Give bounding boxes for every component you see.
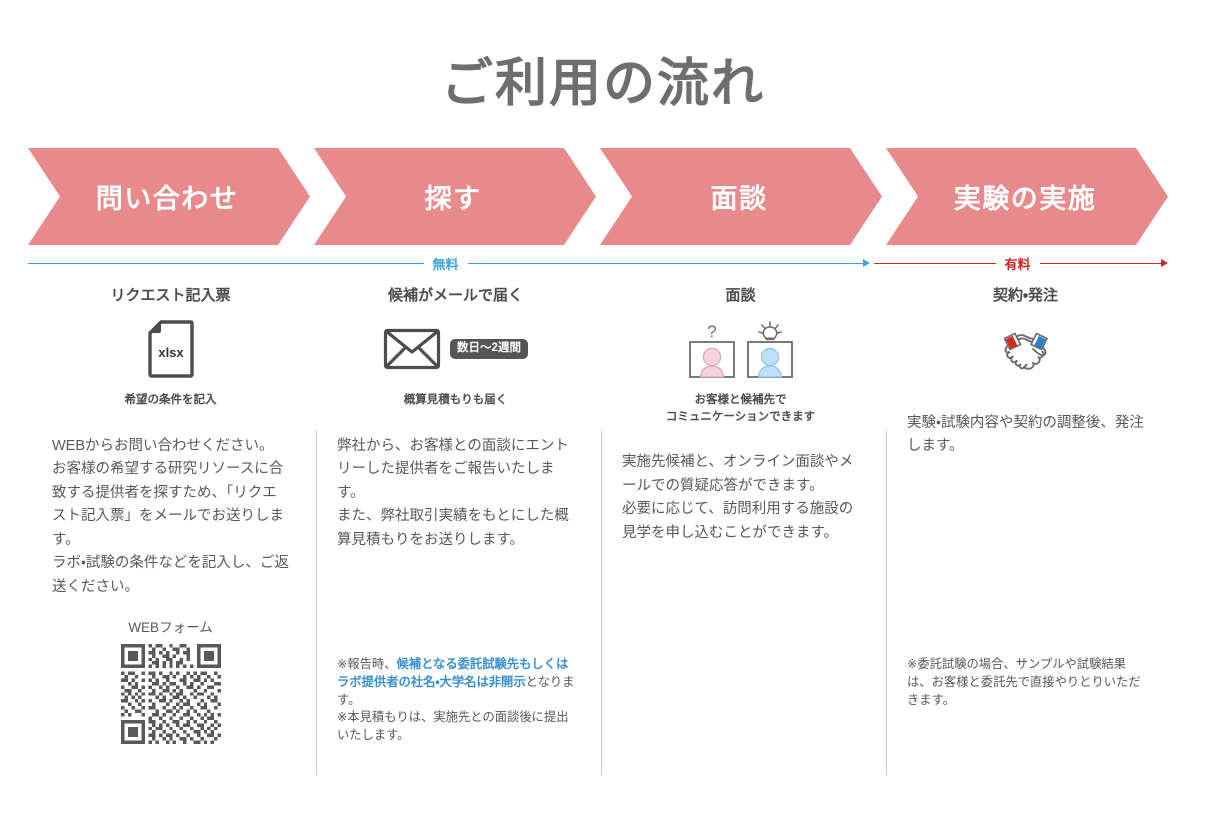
qr-code-wrap[interactable] xyxy=(52,643,289,744)
duration-badge: 数日〜2週間 xyxy=(450,338,528,360)
column-2-note-prefix: ※報告時、 xyxy=(337,657,397,671)
handshake-icon xyxy=(1002,332,1048,370)
column-interview: 面談 ? xyxy=(598,288,883,788)
column-1-icon-area: xlsx xyxy=(52,312,289,386)
steps-detail-columns: リクエスト記入票 xlsx 希望の条件を記入 WEBからお問い合わせください。 … xyxy=(28,288,1168,788)
free-rail-line-right xyxy=(467,262,864,264)
free-rail-label: 無料 xyxy=(432,256,459,272)
column-divider-2 xyxy=(601,430,602,775)
column-divider-3 xyxy=(886,430,887,775)
column-4-note: ※委託試験の場合、サンプルや試験結果は、お客様と委託先で直接やりとりいただきます… xyxy=(907,657,1141,707)
paid-rail-line-right xyxy=(1039,262,1162,264)
column-1-heading: リクエスト記入票 xyxy=(110,287,231,304)
webform-block: WEBフォーム xyxy=(52,621,289,744)
column-2-icon-caption: 概算見積もりも届く xyxy=(403,394,508,406)
column-1-body: WEBからお問い合わせください。 お客様の希望する研究リソースに合致する提供者を… xyxy=(52,437,289,595)
step-chevron-2[interactable]: 探す xyxy=(314,148,596,245)
person-question-icon: ? xyxy=(688,322,735,378)
free-range-indicator: 無料 xyxy=(28,250,871,276)
column-contract-order: 契約・発注 xyxy=(883,288,1168,788)
paid-rail-line-left xyxy=(874,262,996,264)
column-4-heading: 契約・発注 xyxy=(992,287,1059,304)
column-2-note-highlight: 候補となる委託試験先もしくはラボ提供者の社名・大学名は非開示 xyxy=(337,657,569,689)
step-label-1: 問い合わせ xyxy=(95,184,239,214)
column-2-note: ※報告時、候補となる委託試験先もしくはラボ提供者の社名・大学名は非開示となります… xyxy=(337,656,580,745)
steps-banner: 問い合わせ 探す 面談 実験の実施 xyxy=(28,148,1168,245)
page-title: ご利用の流れ xyxy=(440,55,765,113)
step-label-4: 実験の実施 xyxy=(953,184,1097,214)
step-chevron-1[interactable]: 問い合わせ xyxy=(28,148,310,245)
column-2-heading: 候補がメールで届く xyxy=(387,287,523,304)
pricing-rails: 無料 有料 xyxy=(28,250,1169,276)
paid-range-indicator: 有料 xyxy=(874,250,1169,276)
column-divider-1 xyxy=(316,430,317,775)
webform-label: WEBフォーム xyxy=(128,620,213,636)
column-2-note-suffix: となります。 ※本見積もりは、実施先との面談後に提出いたします。 xyxy=(337,674,575,743)
column-4-icon-area xyxy=(907,312,1144,386)
column-3-heading: 面談 xyxy=(725,287,756,304)
person-idea-icon xyxy=(746,321,793,378)
free-rail-line-left xyxy=(28,262,424,264)
paid-rail-label: 有料 xyxy=(1004,256,1031,272)
step-label-3: 面談 xyxy=(710,184,768,214)
svg-text:?: ? xyxy=(707,322,716,341)
column-request-form: リクエスト記入票 xlsx 希望の条件を記入 WEBからお問い合わせください。 … xyxy=(28,288,313,788)
xlsx-file-icon: xlsx xyxy=(147,320,194,378)
column-2-body: 弊社から、お客様との面談にエントリーした提供者をご報告いたします。 また、弊社取… xyxy=(337,437,569,548)
column-3-icon-area: ? xyxy=(622,312,859,386)
column-1-icon-caption: 希望の条件を記入 xyxy=(124,394,217,406)
envelope-icon xyxy=(383,328,441,370)
column-2-icon-area: 数日〜2週間 xyxy=(337,312,574,386)
free-rail-arrow-icon xyxy=(863,259,871,267)
column-3-body: 実施先候補と、オンライン面談やメールでの質疑応答ができます。 必要に応じて、訪問… xyxy=(622,454,854,541)
paid-rail-arrow-icon xyxy=(1161,259,1169,267)
step-chevron-3[interactable]: 面談 xyxy=(600,148,882,245)
qr-code[interactable] xyxy=(120,643,221,744)
step-label-2: 探す xyxy=(424,184,482,214)
column-candidates-mail: 候補がメールで届く 数日〜2週間 概算見積もりも届く 弊社から、お客様との面談に… xyxy=(313,288,598,788)
column-4-body: 実験・試験内容や契約の調整後、発注します。 xyxy=(907,415,1144,455)
column-3-icon-caption: お客様と候補先で コミュニケーションできます xyxy=(665,394,816,423)
svg-text:xlsx: xlsx xyxy=(158,345,184,360)
step-chevron-4[interactable]: 実験の実施 xyxy=(886,148,1168,245)
